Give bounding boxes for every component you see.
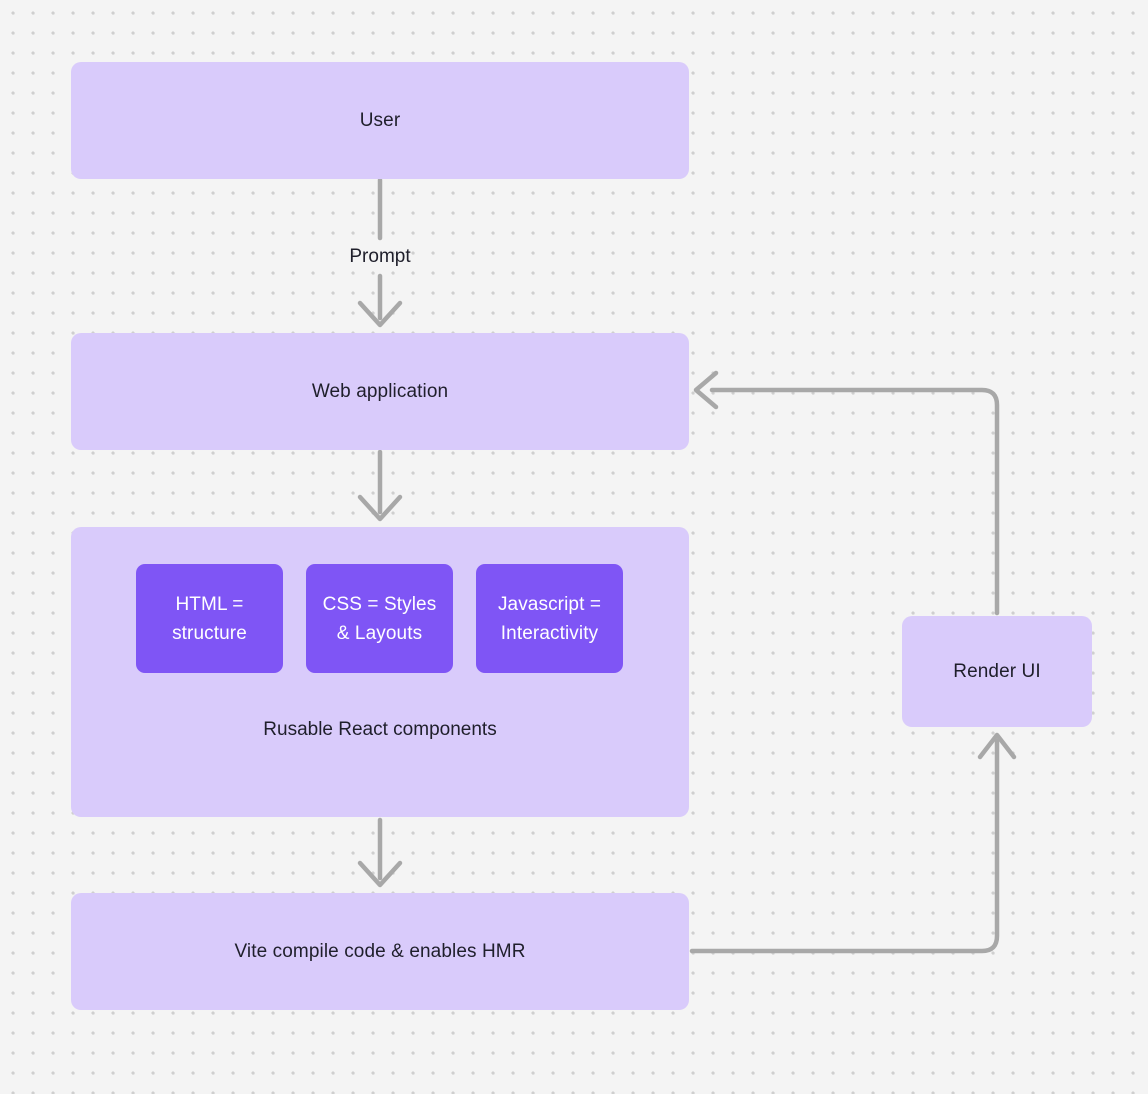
edge-vite-to-render <box>689 732 1017 954</box>
node-html[interactable]: HTML = structure <box>136 564 283 673</box>
node-render-ui[interactable]: Render UI <box>902 616 1092 727</box>
node-web-application[interactable]: Web application <box>71 333 689 450</box>
node-user-label: User <box>359 110 401 131</box>
node-html-label: HTML = structure <box>172 593 247 644</box>
node-web-application-label: Web application <box>311 381 449 402</box>
node-vite-label: Vite compile code & enables HMR <box>234 941 526 962</box>
node-javascript[interactable]: Javascript = Interactivity <box>476 564 623 673</box>
node-render-ui-label: Render UI <box>953 661 1041 682</box>
node-css-label: CSS = Styles & Layouts <box>322 593 437 644</box>
node-javascript-label: Javascript = Interactivity <box>497 593 602 644</box>
edge-render-to-webapp <box>693 370 1000 616</box>
node-user[interactable]: User <box>71 62 689 179</box>
edge-label-prompt: Prompt <box>349 246 411 267</box>
node-css[interactable]: CSS = Styles & Layouts <box>306 564 453 673</box>
edge-react-to-vite <box>357 817 403 888</box>
node-vite[interactable]: Vite compile code & enables HMR <box>71 893 689 1010</box>
node-reusable-react-components-label: Rusable React components <box>263 719 497 740</box>
edge-webapp-to-react <box>357 449 403 522</box>
